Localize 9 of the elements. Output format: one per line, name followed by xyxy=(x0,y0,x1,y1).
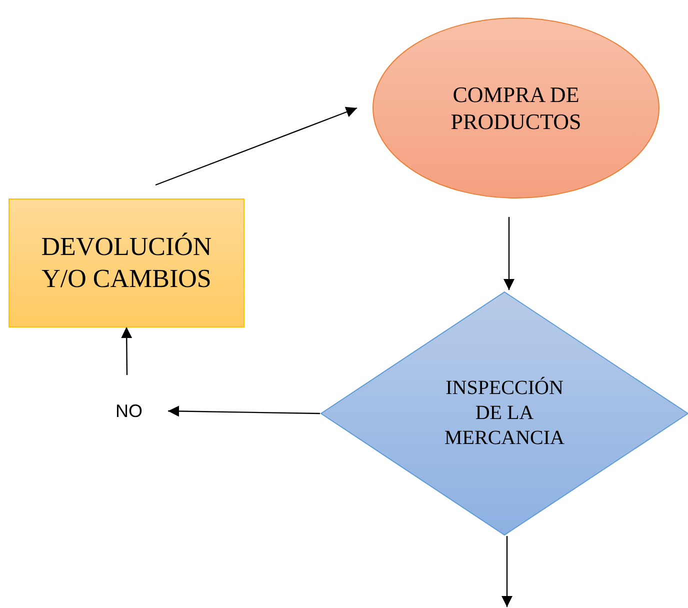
node-label: INSPECCIÓN DE LA MERCANCIA xyxy=(443,376,566,451)
node-label: DEVOLUCIÓN Y/O CAMBIOS xyxy=(40,230,213,295)
arrow xyxy=(504,217,514,290)
arrow xyxy=(121,327,132,375)
node-label: COMPRA DE PRODUCTOS xyxy=(450,80,582,136)
arrow xyxy=(168,406,320,417)
arrow xyxy=(155,106,358,186)
branch-label: NO xyxy=(116,400,142,422)
arrow xyxy=(502,536,512,607)
